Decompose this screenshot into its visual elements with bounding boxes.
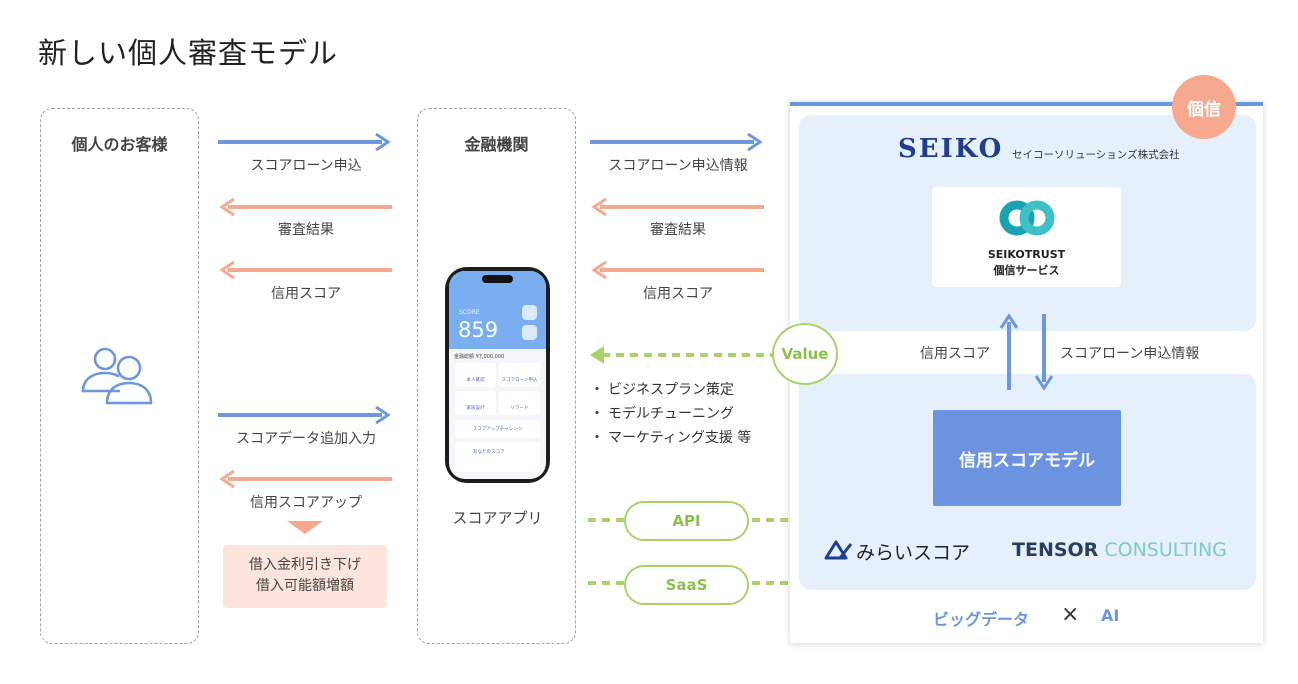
- app-tile-3-label: 家族設計: [466, 406, 485, 411]
- tensor-logo: TENSOR CONSULTING: [1012, 539, 1227, 561]
- app-header: SCORE 859: [449, 271, 546, 349]
- app-banner: スコアアップチャレンジ: [455, 420, 540, 438]
- value-pill: Value: [772, 323, 838, 385]
- phone-screen: SCORE 859 金融総額 ¥7,000,000 本人確認 スコアローン申込 …: [449, 271, 546, 479]
- app-icon-a: [522, 305, 537, 320]
- footer-bigdata: ビッグデータ: [933, 610, 1030, 629]
- label-data-input: スコアデータ追加入力: [236, 431, 376, 447]
- arrow-score-up-vertical: [999, 313, 1019, 390]
- people-icon: [81, 347, 153, 405]
- arrow-review-result: [219, 197, 392, 217]
- arrow-review-result-2: [591, 197, 764, 217]
- app-header-text: SCORE: [459, 309, 480, 316]
- app-tile-4-label: リワード: [510, 406, 529, 411]
- label-score-up-vertical: 信用スコア: [920, 346, 990, 362]
- bank-heading: 金融機関: [464, 135, 529, 154]
- footer-times: ×: [1061, 602, 1080, 627]
- page-title: 新しい個人審査モデル: [38, 36, 339, 70]
- seikotrust-logo-icon: [999, 200, 1055, 236]
- tensor-bold: TENSOR: [1012, 539, 1099, 561]
- value-bullets: ビジネスプラン策定 モデルチューニング マーケティング支援 等: [590, 378, 751, 450]
- arrow-credit-score: [219, 260, 392, 280]
- phone-notch: [482, 275, 513, 283]
- tensor-light: CONSULTING: [1104, 539, 1227, 561]
- label-score-up: 信用スコアアップ: [250, 495, 362, 511]
- arrow-apply: [218, 133, 391, 152]
- app-icon-b: [522, 325, 537, 340]
- arrow-data-input: [218, 405, 391, 425]
- footer-ai: AI: [1101, 606, 1120, 625]
- arrow-info-down-vertical: [1034, 314, 1054, 391]
- app-bottom-card: あなたのスコア: [455, 442, 540, 472]
- app-caption: スコアアプリ: [452, 509, 543, 527]
- app-banner-label: スコアアップチャレンジ: [472, 427, 523, 432]
- customer-column: 個人のお客様: [40, 108, 199, 644]
- app-tile-1: 本人確認: [455, 363, 496, 387]
- bullet-item: マーケティング支援 等: [590, 426, 751, 450]
- app-tile-3: 家族設計: [455, 391, 496, 415]
- label-credit-score-2: 信用スコア: [643, 286, 713, 302]
- seiko-logo: SEIKO: [898, 134, 1004, 164]
- label-apply-info: スコアローン申込情報: [608, 158, 748, 174]
- mirai-logo-text: みらいスコア: [856, 542, 971, 564]
- label-info-down-vertical: スコアローン申込情報: [1060, 346, 1200, 362]
- arrow-apply-info: [590, 133, 763, 152]
- customer-bank-arrows: [218, 133, 392, 489]
- app-tile-2-label: スコアローン申込: [501, 378, 538, 383]
- bank-provider-arrows: [588, 133, 788, 585]
- kojin-badge: 個信: [1172, 75, 1236, 139]
- seikotrust-service: 個信サービス: [993, 264, 1060, 277]
- arrow-credit-score-2: [591, 260, 764, 280]
- customer-heading: 個人のお客様: [71, 135, 168, 154]
- seikotrust-card: SEIKOTRUST 個信サービス: [932, 187, 1121, 287]
- label-credit-score: 信用スコア: [271, 286, 341, 302]
- api-pill: API: [624, 501, 749, 541]
- bullet-item: ビジネスプラン策定: [590, 378, 751, 402]
- label-apply: スコアローン申込: [250, 158, 362, 174]
- app-tile-4: リワード: [499, 391, 540, 415]
- arrow-value: [590, 346, 774, 364]
- seikotrust-name: SEIKOTRUST: [987, 248, 1066, 261]
- bullet-item: モデルチューニング: [590, 402, 751, 426]
- vertical-arrows: [999, 313, 1054, 391]
- benefit-line-2: 借入可能額増額: [256, 578, 354, 594]
- arrow-score-up: [219, 469, 392, 489]
- benefit-box: 借入金利引き下げ 借入可能額増額: [223, 545, 387, 608]
- credit-score-model-box: 信用スコアモデル: [933, 410, 1121, 506]
- benefit-line-1: 借入金利引き下げ: [249, 557, 361, 573]
- label-review-result-2: 審査結果: [650, 222, 706, 238]
- mirai-logo-icon: [824, 540, 853, 560]
- label-review-result: 審査結果: [278, 222, 334, 238]
- app-tile-1-label: 本人確認: [466, 378, 485, 383]
- score-app-phone: SCORE 859 金融総額 ¥7,000,000 本人確認 スコアローン申込 …: [445, 267, 550, 483]
- app-score: 859: [458, 318, 499, 342]
- app-tile-2: スコアローン申込: [499, 363, 540, 387]
- seiko-company: セイコーソリューションズ株式会社: [1012, 149, 1180, 161]
- saas-pill: SaaS: [624, 565, 749, 605]
- app-bottom-label: あなたのスコア: [473, 450, 505, 455]
- bank-column: 金融機関 スコアアプリ: [417, 108, 576, 644]
- app-amount: 金融総額 ¥7,000,000: [454, 354, 505, 360]
- down-triangle: [287, 521, 323, 534]
